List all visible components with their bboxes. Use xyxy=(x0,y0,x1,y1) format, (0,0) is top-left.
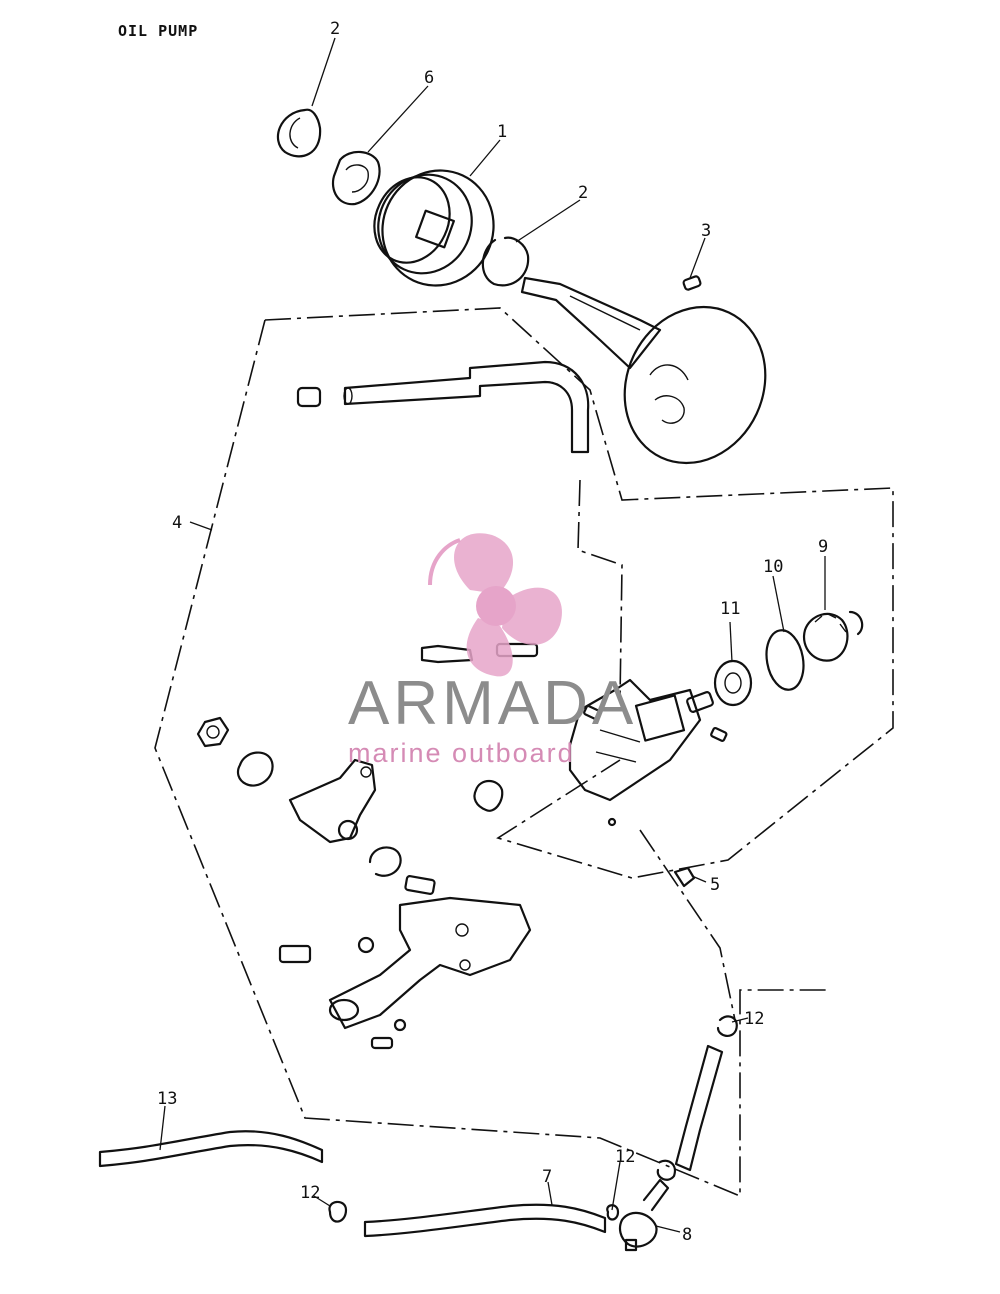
circlip-top xyxy=(276,108,322,158)
callout-10: 10 xyxy=(763,557,783,577)
group-boundary-lower xyxy=(639,829,736,1021)
pump-body xyxy=(568,678,728,827)
watermark-brand: ARMADA xyxy=(348,669,637,738)
o-ring-10 xyxy=(765,629,805,691)
diagram-title: OIL PUMP xyxy=(118,22,199,40)
bearing-11 xyxy=(713,659,753,707)
screw-5 xyxy=(673,866,696,888)
callout-6: 6 xyxy=(424,68,434,88)
watermark: ARMADA marine outboard xyxy=(348,533,637,768)
hose-7 xyxy=(363,1203,607,1238)
oil-tube-upper xyxy=(296,360,590,454)
watermark-tagline: marine outboard xyxy=(348,738,575,768)
group-boundary-4-left xyxy=(154,319,826,1198)
propeller-icon xyxy=(428,533,562,677)
drive-shaft xyxy=(520,276,767,465)
callout-4: 4 xyxy=(172,513,182,533)
circlip-lower xyxy=(481,236,530,287)
callout-12-left: 12 xyxy=(300,1183,320,1203)
pulley xyxy=(373,169,495,287)
callout-8: 8 xyxy=(682,1225,692,1245)
small-gasket xyxy=(473,779,504,812)
callout-12-middle: 12 xyxy=(615,1147,635,1167)
callout-5: 5 xyxy=(710,875,720,895)
hose-vertical xyxy=(674,1044,724,1172)
callout-2-top: 2 xyxy=(330,19,340,39)
seal-ring xyxy=(331,150,381,206)
gear-9 xyxy=(802,610,864,662)
pin xyxy=(682,275,702,291)
callout-1: 1 xyxy=(497,122,507,142)
callout-11: 11 xyxy=(720,599,740,619)
callout-3: 3 xyxy=(701,221,711,241)
group-boundary-inner xyxy=(577,479,623,701)
callout-7: 7 xyxy=(542,1167,552,1187)
hose-13 xyxy=(98,1130,324,1168)
callout-12-right: 12 xyxy=(744,1009,764,1029)
leader-lines xyxy=(159,37,826,1233)
callout-13: 13 xyxy=(157,1089,177,1109)
group-boundary-4 xyxy=(264,307,894,879)
callout-2-lower: 2 xyxy=(578,183,588,203)
clamps-12 xyxy=(328,1015,738,1223)
callout-labels: 2 6 1 2 3 4 9 10 11 5 12 13 12 12 7 8 xyxy=(157,19,828,1245)
lever-assembly xyxy=(196,716,532,1050)
fitting-8 xyxy=(618,1178,670,1252)
callout-9: 9 xyxy=(818,537,828,557)
